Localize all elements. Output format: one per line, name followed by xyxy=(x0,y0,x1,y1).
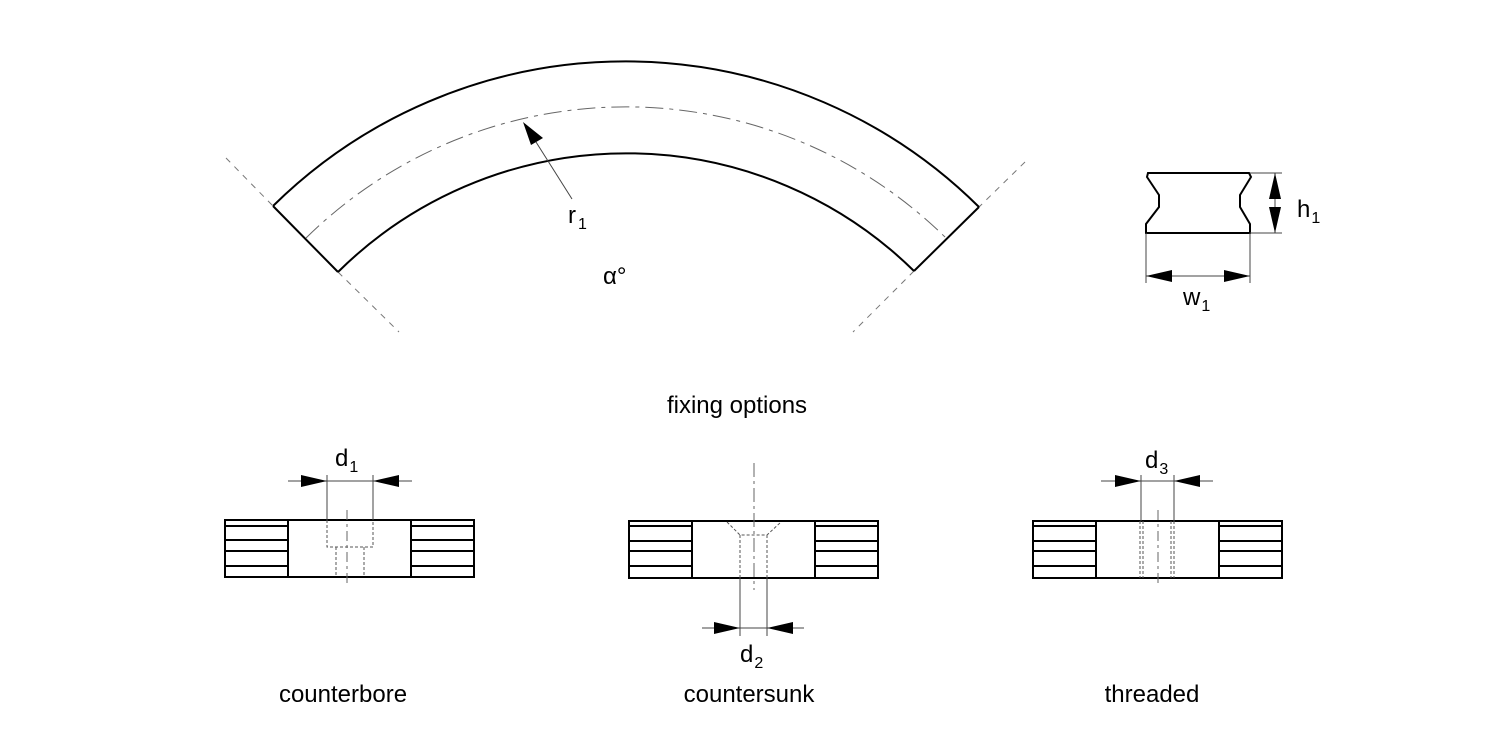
center-arc xyxy=(305,106,947,239)
height-arrow-down xyxy=(1269,207,1281,233)
countersunk-hidden-hole xyxy=(726,521,782,578)
angle-label: α° xyxy=(603,263,626,290)
counterbore-hidden-hole xyxy=(326,520,374,577)
width-arrow-left xyxy=(1146,270,1172,282)
d3-arrow-right xyxy=(1174,475,1200,487)
counterbore-body xyxy=(224,519,475,578)
d3-label: d3 xyxy=(1145,447,1168,478)
right-end-cap xyxy=(913,206,980,272)
right-radial-trace-lower xyxy=(852,270,915,333)
radius-leader xyxy=(535,141,573,200)
width-label: w1 xyxy=(1182,284,1210,315)
outer-arc xyxy=(272,60,980,208)
threaded-hidden-hole xyxy=(1139,521,1175,578)
d1-arrow-right xyxy=(373,475,399,487)
d2-arrow-right xyxy=(767,622,793,634)
threaded-label: threaded xyxy=(1105,681,1200,708)
profile-outline xyxy=(1145,172,1253,234)
height-arrow-up xyxy=(1269,173,1281,199)
countersunk-label: countersunk xyxy=(684,681,816,708)
d3-arrow-left xyxy=(1115,475,1141,487)
inner-arc xyxy=(337,152,915,273)
countersunk-detail xyxy=(628,463,879,636)
d1-arrow-left xyxy=(301,475,327,487)
threaded-body xyxy=(1032,520,1283,579)
arc-segment xyxy=(225,60,1026,333)
d1-label: d1 xyxy=(335,445,358,476)
left-radial-trace-lower xyxy=(337,271,400,333)
left-radial-trace-upper xyxy=(225,157,274,207)
d2-arrow-left xyxy=(714,622,740,634)
profile-cross-section xyxy=(1145,172,1282,283)
right-radial-trace-upper xyxy=(978,161,1026,208)
fixing-options-title: fixing options xyxy=(667,392,807,419)
counterbore-detail xyxy=(224,475,475,586)
d2-label: d2 xyxy=(740,641,763,672)
left-end-cap xyxy=(272,205,339,273)
width-arrow-right xyxy=(1224,270,1250,282)
radius-arrowhead xyxy=(523,122,543,145)
threaded-detail xyxy=(1032,475,1283,587)
height-label: h1 xyxy=(1297,196,1320,227)
counterbore-label: counterbore xyxy=(279,681,407,708)
